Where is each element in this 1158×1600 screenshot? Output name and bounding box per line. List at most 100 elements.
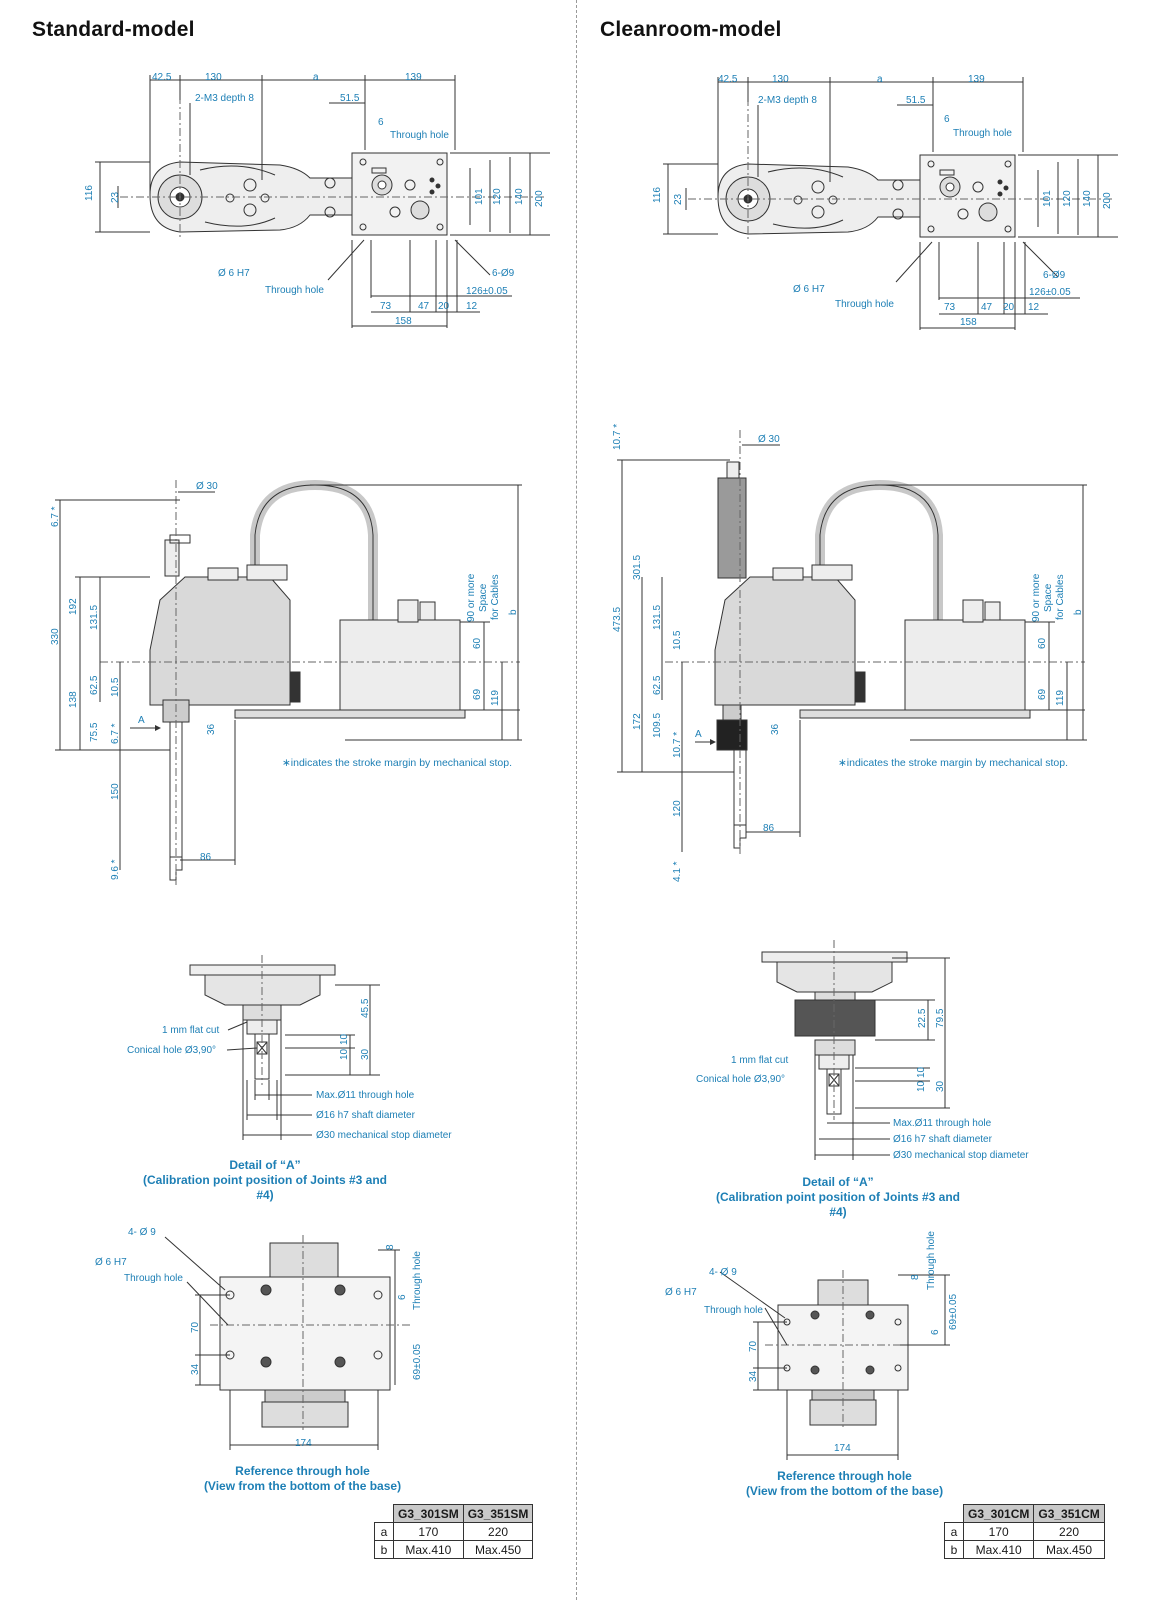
dim-text: b — [508, 609, 519, 615]
dim-text: Through hole — [124, 1273, 183, 1284]
dim-text: 120 — [672, 800, 683, 817]
table-header: G3_351CM — [1033, 1504, 1105, 1523]
detail-a-cleanroom — [761, 940, 950, 1160]
dim-text: 69 — [1037, 688, 1048, 700]
dim-text: Ø 30 — [196, 481, 218, 492]
dim-text: 10.5 — [110, 677, 121, 697]
dim-text: 51.5 — [340, 93, 360, 104]
dim-text: 126±0.05 — [466, 286, 508, 297]
dim-text: 6-Ø9 — [1043, 270, 1066, 281]
caption-line: Detail of “A” — [802, 1175, 874, 1189]
dim-text: Ø16 h7 shaft diameter — [893, 1134, 993, 1145]
dim-text: 60 — [1037, 637, 1048, 649]
ref-caption-cleanroom: Reference through hole (View from the bo… — [742, 1469, 947, 1499]
dim-text: a — [877, 74, 883, 85]
dim-text: Through hole — [265, 285, 324, 296]
dim-text: 70 — [190, 1321, 201, 1333]
dim-text: 139 — [968, 74, 985, 85]
dim-text: b — [1073, 609, 1084, 615]
dim-text: 62.5 — [89, 675, 100, 695]
dim-text: for Cables — [490, 574, 501, 620]
dim-text: 2-M3 depth 8 — [195, 93, 254, 104]
side-view-standard — [55, 479, 522, 885]
dim-text: 73 — [380, 301, 392, 312]
table-cell: Max.450 — [462, 1540, 534, 1559]
dim-text: 42.5 — [718, 74, 738, 85]
dim-text: 8 — [910, 1274, 921, 1280]
dim-text: 23 — [673, 193, 684, 205]
table-row: b Max.410 Max.450 — [374, 1540, 534, 1559]
dim-text: 6.7 * — [110, 723, 121, 744]
dim-text: 42.5 — [152, 72, 172, 83]
dim-text: 131.5 — [89, 605, 100, 630]
dim-text: 47 — [981, 302, 993, 313]
dim-text: 10 — [339, 1033, 350, 1045]
dim-text: 34 — [190, 1363, 201, 1375]
dim-text: 86 — [200, 852, 212, 863]
caption-line: (View from the bottom of the base) — [203, 1479, 402, 1493]
dim-text: Conical hole Ø3,90° — [696, 1074, 785, 1085]
page-divider — [576, 0, 577, 1600]
table-cell: 170 — [962, 1522, 1035, 1541]
dim-text: Through hole — [953, 128, 1012, 139]
detail-a-caption-standard: Detail of “A” (Calibration point positio… — [140, 1158, 390, 1203]
caption-line: Reference through hole — [777, 1469, 912, 1483]
table-header: G3_301CM — [962, 1504, 1035, 1523]
standard-model-title: Standard-model — [32, 18, 195, 41]
cleanroom-model-title: Cleanroom-model — [600, 18, 782, 41]
caption-line: (View from the bottom of the base) — [745, 1484, 944, 1498]
dim-text: 10.7 * — [672, 732, 683, 758]
dim-text: for Cables — [1055, 574, 1066, 620]
dim-text: 90 or more — [1031, 573, 1042, 622]
dim-text: Through hole — [704, 1305, 763, 1316]
dim-text: 20 — [1003, 302, 1015, 313]
dim-text: 4- Ø 9 — [128, 1227, 156, 1238]
table-row: b Max.410 Max.450 — [944, 1540, 1105, 1559]
dim-text: 330 — [50, 628, 61, 645]
dim-text: 86 — [763, 823, 775, 834]
dim-text: Through hole — [926, 1231, 937, 1290]
dim-text: 6 — [930, 1329, 941, 1335]
dim-text: 22.5 — [917, 1008, 928, 1028]
table-corner — [374, 1504, 394, 1523]
dim-text: Max.Ø11 through hole — [316, 1090, 415, 1101]
dim-text: 119 — [490, 690, 501, 706]
dim-text: 172 — [632, 713, 643, 730]
row-key: a — [944, 1522, 964, 1541]
dim-text: 10.7 * — [612, 424, 623, 450]
dim-text: 101 — [474, 188, 485, 205]
dim-text: 200 — [1102, 192, 1113, 209]
base-view-cleanroom — [719, 1270, 950, 1460]
dim-text: 23 — [110, 191, 121, 203]
dim-text: 200 — [534, 190, 545, 207]
dim-text: 9.6 * — [110, 859, 121, 880]
detail-a-caption-cleanroom: Detail of “A” (Calibration point positio… — [713, 1175, 963, 1220]
dim-text: A — [695, 729, 702, 740]
table-row: a 170 220 — [374, 1522, 534, 1541]
dim-text: 10 — [916, 1066, 927, 1078]
row-key: b — [374, 1540, 394, 1559]
dim-text: 101 — [1042, 190, 1053, 207]
dim-text: 62.5 — [652, 675, 663, 695]
detail-a-standard — [189, 955, 380, 1140]
top-view-standard — [95, 75, 550, 328]
table-cell: Max.450 — [1033, 1540, 1105, 1559]
dim-text: 30 — [360, 1048, 371, 1060]
dim-text: 12 — [466, 301, 478, 312]
table-cell: 220 — [462, 1522, 534, 1541]
dim-text: 131.5 — [652, 605, 663, 630]
dim-text: 6 — [397, 1294, 408, 1300]
dim-text: 51.5 — [906, 95, 926, 106]
dim-text: Space — [478, 583, 489, 612]
caption-line: Detail of “A” — [229, 1158, 301, 1172]
dim-text: Conical hole Ø3,90° — [127, 1045, 216, 1056]
dim-text: 60 — [472, 637, 483, 649]
dim-text: 174 — [834, 1443, 851, 1454]
dim-text: 158 — [395, 316, 412, 327]
caption-line: Reference through hole — [235, 1464, 370, 1478]
stroke-note-cleanroom: ∗indicates the stroke margin by mechanic… — [838, 757, 1068, 769]
dim-text: 20 — [438, 301, 450, 312]
dim-text: Ø30 mechanical stop diameter — [893, 1150, 1029, 1161]
dim-text: 130 — [772, 74, 789, 85]
stroke-note-standard: ∗indicates the stroke margin by mechanic… — [282, 757, 512, 769]
